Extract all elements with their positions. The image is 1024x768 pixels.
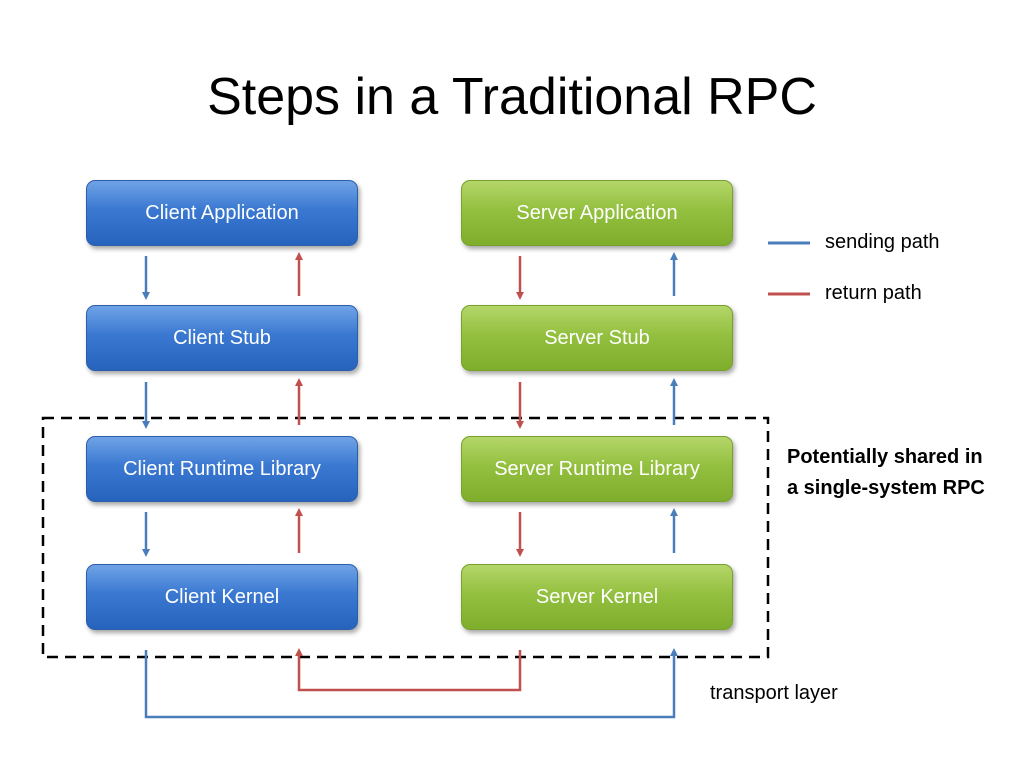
server-stub-box: Server Stub: [461, 305, 733, 371]
slide-title: Steps in a Traditional RPC: [207, 68, 817, 126]
client-application-box: Client Application: [86, 180, 358, 246]
server-runtime-library-box: Server Runtime Library: [461, 436, 733, 502]
shared-region-boundary: [41, 416, 770, 659]
transport-layer-label: transport layer: [710, 682, 838, 704]
client-runtime-library-box: Client Runtime Library: [86, 436, 358, 502]
client-kernel-box: Client Kernel: [86, 564, 358, 630]
legend-sending-label: sending path: [825, 231, 940, 253]
transport-return-path: [295, 648, 522, 692]
server-kernel-box: Server Kernel: [461, 564, 733, 630]
client-stub-box: Client Stub: [86, 305, 358, 371]
legend-return-label: return path: [825, 282, 922, 304]
shared-region-note: Potentially shared in a single-system RP…: [787, 446, 985, 499]
server-application-box: Server Application: [461, 180, 733, 246]
transport-send-path: [144, 648, 678, 719]
